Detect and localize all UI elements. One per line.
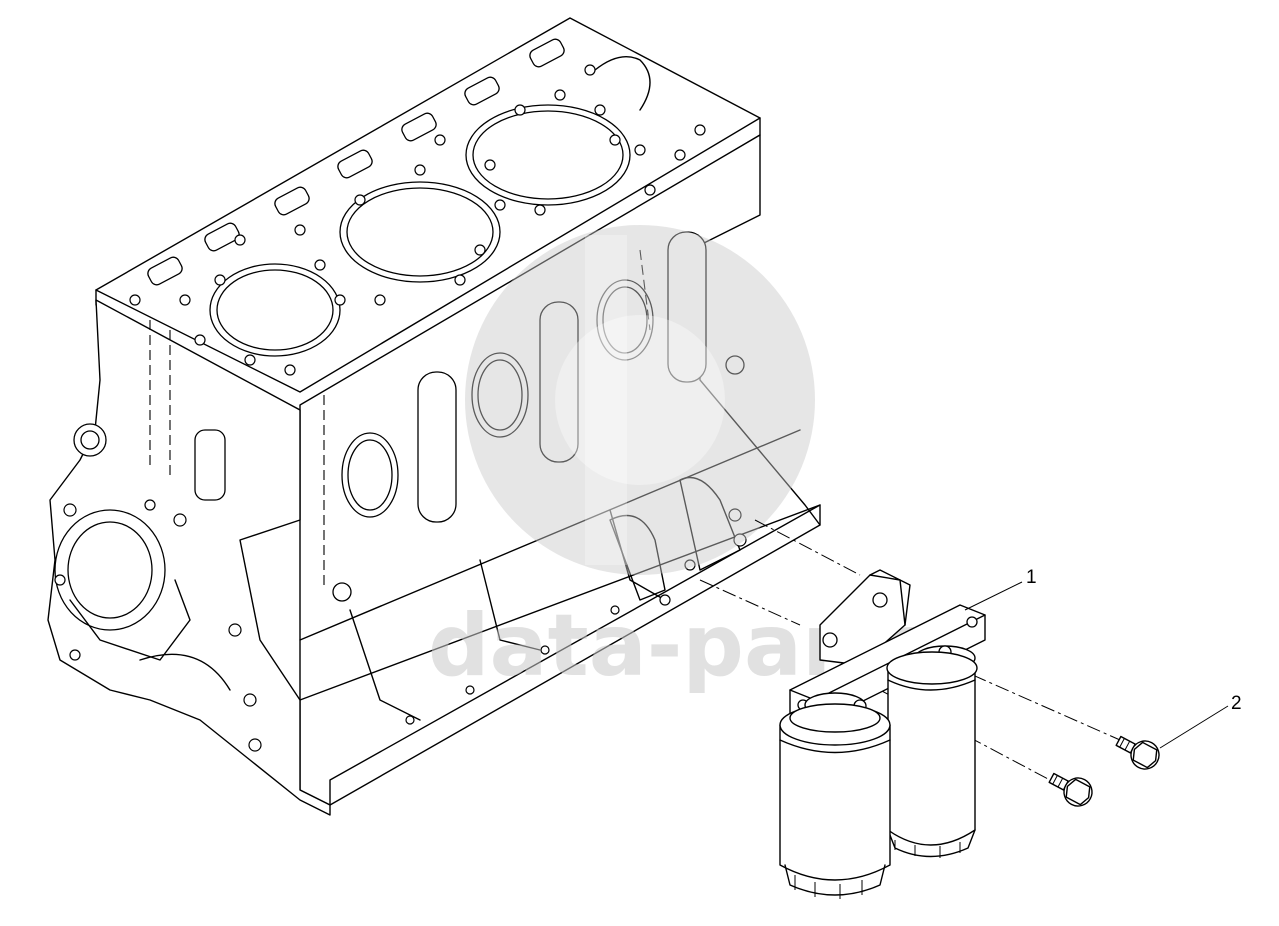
callout-2-label: 2	[1231, 693, 1242, 714]
flange-bolt-icon	[1048, 772, 1093, 807]
deck-bolt-holes	[129, 64, 706, 376]
filter-cartridges	[779, 651, 978, 899]
callout-2: 2	[1159, 693, 1242, 749]
engine-block	[47, 17, 821, 816]
deck-pockets	[147, 38, 565, 286]
watermark-logo-icon	[465, 225, 815, 575]
side-rib-1	[417, 371, 457, 523]
callout-1: 1	[964, 567, 1037, 611]
watermark: data-parts	[428, 225, 937, 696]
bolts	[1048, 735, 1160, 807]
flange-bolt-icon	[1115, 735, 1160, 770]
side-rib-2	[539, 301, 579, 463]
side-rib-3	[667, 231, 707, 383]
callout-1-label: 1	[1026, 567, 1037, 588]
